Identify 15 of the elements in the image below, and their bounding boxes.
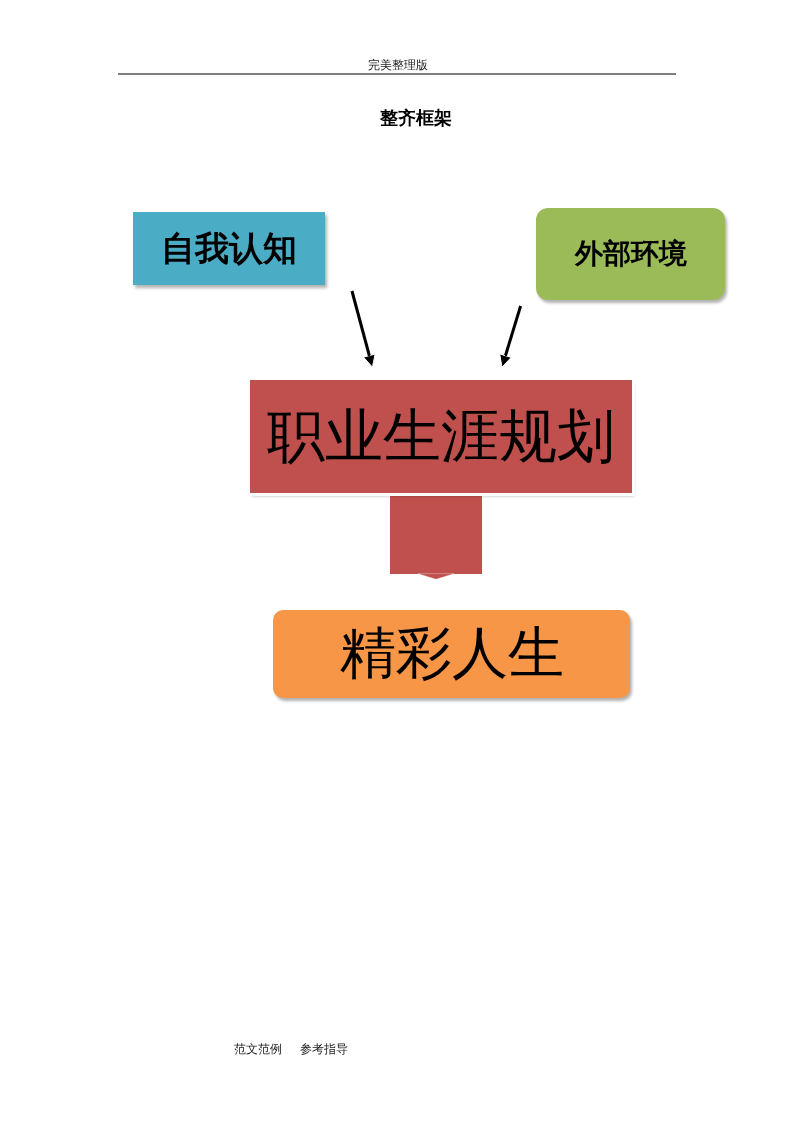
page-header: 完美整理版 (368, 57, 428, 74)
arrow (350, 290, 376, 368)
concept-box (536, 208, 725, 300)
box-label: 精彩人生 (339, 619, 564, 687)
callout-box (250, 380, 632, 493)
result-box (273, 610, 630, 698)
box-label: 自我认知 (161, 226, 297, 270)
box-label: 外部环境 (574, 236, 687, 272)
box-label: 职业生涯规划 (267, 400, 615, 472)
page-footer: 参考指导 (300, 1041, 348, 1058)
arrow (499, 305, 523, 368)
page-footer: 范文范例 (234, 1041, 282, 1058)
title: 整齐框架 (380, 106, 452, 130)
concept-box (133, 212, 325, 285)
block-arrow (390, 494, 482, 580)
